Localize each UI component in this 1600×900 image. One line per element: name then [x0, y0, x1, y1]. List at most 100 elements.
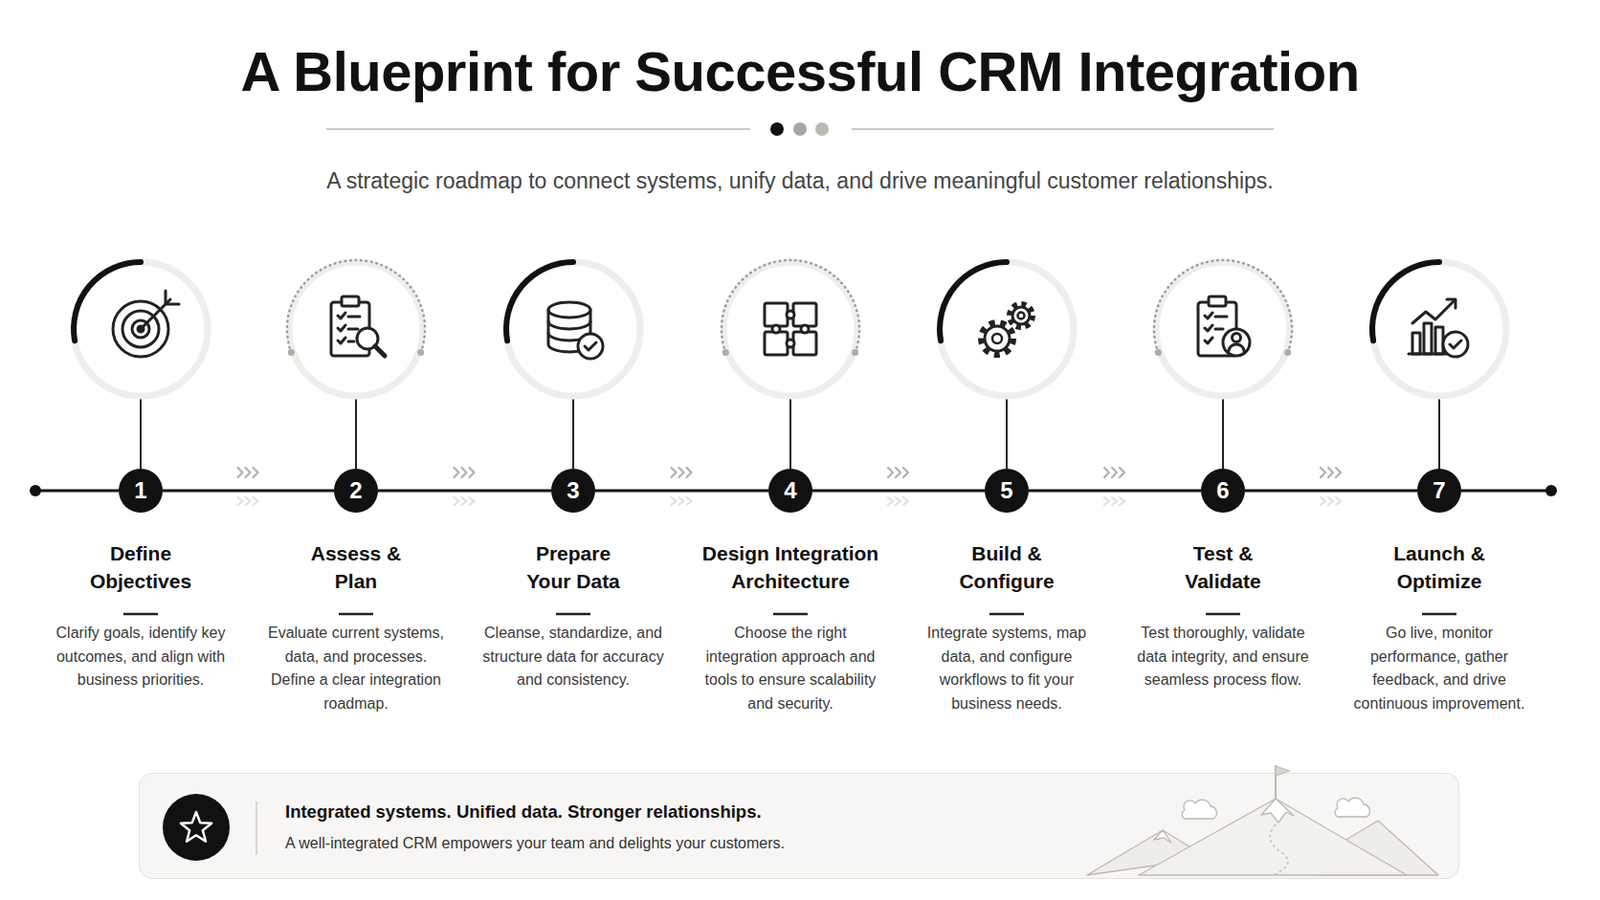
step-icon — [1372, 262, 1507, 397]
timeline-line — [595, 489, 769, 493]
step-node: 1Define ObjectivesClarify goals, identif… — [118, 468, 163, 513]
flow-chevron — [1335, 497, 1341, 506]
step-icon — [165, 290, 179, 305]
mountain-illustration — [1087, 830, 1208, 876]
step-icon — [1412, 300, 1455, 324]
mountain-illustration — [1274, 765, 1276, 800]
flow-chevron — [253, 467, 259, 478]
mountain-illustration — [1087, 765, 1439, 876]
timeline-end — [1545, 485, 1557, 497]
step-node: 5Build & ConfigureIntegrate systems, map… — [984, 468, 1029, 513]
step-icon — [331, 302, 370, 356]
title-dash — [123, 613, 1457, 617]
step-icon — [1018, 312, 1025, 320]
flow-chevron — [888, 467, 893, 478]
flow-chevron — [462, 467, 467, 478]
step-icon — [772, 325, 780, 334]
step-icon — [1208, 296, 1226, 307]
flow-chevron — [671, 467, 677, 478]
step-description: Cleanse, standardize, and structure data… — [482, 622, 665, 693]
step-icon — [417, 349, 424, 356]
flow-chevron — [1111, 497, 1117, 506]
title-divider — [326, 128, 751, 131]
timeline-line — [812, 489, 985, 493]
stem-line — [1005, 399, 1008, 469]
step-icon — [1012, 307, 1030, 325]
flow-chevron — [1328, 497, 1334, 506]
stem-line — [355, 399, 357, 469]
title-dash — [1422, 613, 1457, 617]
step-icon — [288, 262, 423, 397]
flow-chevron — [888, 497, 893, 506]
timeline-connector — [595, 467, 769, 506]
stem-line — [1438, 399, 1441, 469]
step-icon — [548, 310, 591, 353]
step-title: Launch & Optimize — [1381, 539, 1497, 596]
step-icon — [73, 262, 208, 397]
stem-line — [1222, 399, 1224, 469]
step-title: Build & Configure — [949, 539, 1065, 596]
step-number: 7 — [1417, 468, 1462, 513]
step-icon — [1154, 260, 1292, 397]
step-number: 2 — [333, 468, 378, 513]
timeline-end — [35, 489, 119, 493]
flow-chevrons — [238, 467, 259, 506]
flow-chevron — [469, 497, 475, 506]
title-dash — [773, 613, 808, 617]
mountain-illustration — [1181, 800, 1217, 820]
mountain-illustration — [1269, 824, 1289, 876]
timeline-connector — [1028, 467, 1201, 506]
flow-chevron — [895, 467, 901, 478]
step-description: Evaluate current systems, data, and proc… — [265, 622, 447, 716]
title-dash — [555, 613, 591, 617]
timeline-line — [377, 489, 552, 493]
step-number: 4 — [768, 468, 813, 513]
banner-text: A well-integrated CRM empowers your team… — [285, 833, 785, 855]
timeline-connector — [162, 467, 334, 506]
flow-chevron — [1119, 497, 1125, 506]
step-description: Choose the right integration approach an… — [699, 622, 882, 716]
timeline-line — [1028, 489, 1201, 493]
step-description: Test thoroughly, validate data integrity… — [1132, 622, 1314, 693]
step-icon — [73, 262, 208, 397]
banner-star — [180, 812, 212, 843]
step-icon — [1232, 333, 1242, 343]
title-divider — [851, 128, 1274, 131]
step-icon — [140, 299, 171, 330]
step-icon — [1204, 312, 1227, 344]
step-icon — [786, 339, 795, 348]
banner-star — [162, 794, 230, 862]
flow-chevrons — [1320, 467, 1341, 506]
step-icon — [1372, 262, 1507, 397]
banner-separator — [255, 801, 258, 856]
step-description: Go live, monitor performance, gather fee… — [1348, 622, 1531, 716]
timeline-end — [29, 485, 1557, 497]
flow-chevron — [687, 467, 692, 478]
flow-chevrons — [671, 467, 692, 506]
title-divider — [770, 122, 784, 136]
title-divider — [815, 122, 829, 136]
flow-chevron — [469, 467, 475, 478]
step-icon — [1412, 333, 1421, 355]
mountain-illustration — [1320, 821, 1439, 876]
timeline-connector — [377, 467, 552, 506]
step-icon — [331, 296, 385, 356]
step-icon — [793, 332, 817, 356]
flow-chevron — [895, 497, 901, 506]
stem-line — [572, 399, 575, 469]
banner-heading: Integrated systems. Unified data. Strong… — [285, 801, 762, 823]
step-icon — [1284, 349, 1291, 356]
step-icon — [939, 262, 1007, 341]
flow-chevron — [671, 497, 677, 506]
mountain-illustration — [1275, 766, 1290, 777]
step-icon — [939, 262, 1074, 397]
step-title: Design Integration Architecture — [689, 539, 891, 596]
mountain-illustration — [1138, 799, 1407, 876]
step-icon — [1198, 302, 1237, 356]
mountain-illustration — [1154, 830, 1172, 844]
flow-chevron — [903, 497, 909, 506]
